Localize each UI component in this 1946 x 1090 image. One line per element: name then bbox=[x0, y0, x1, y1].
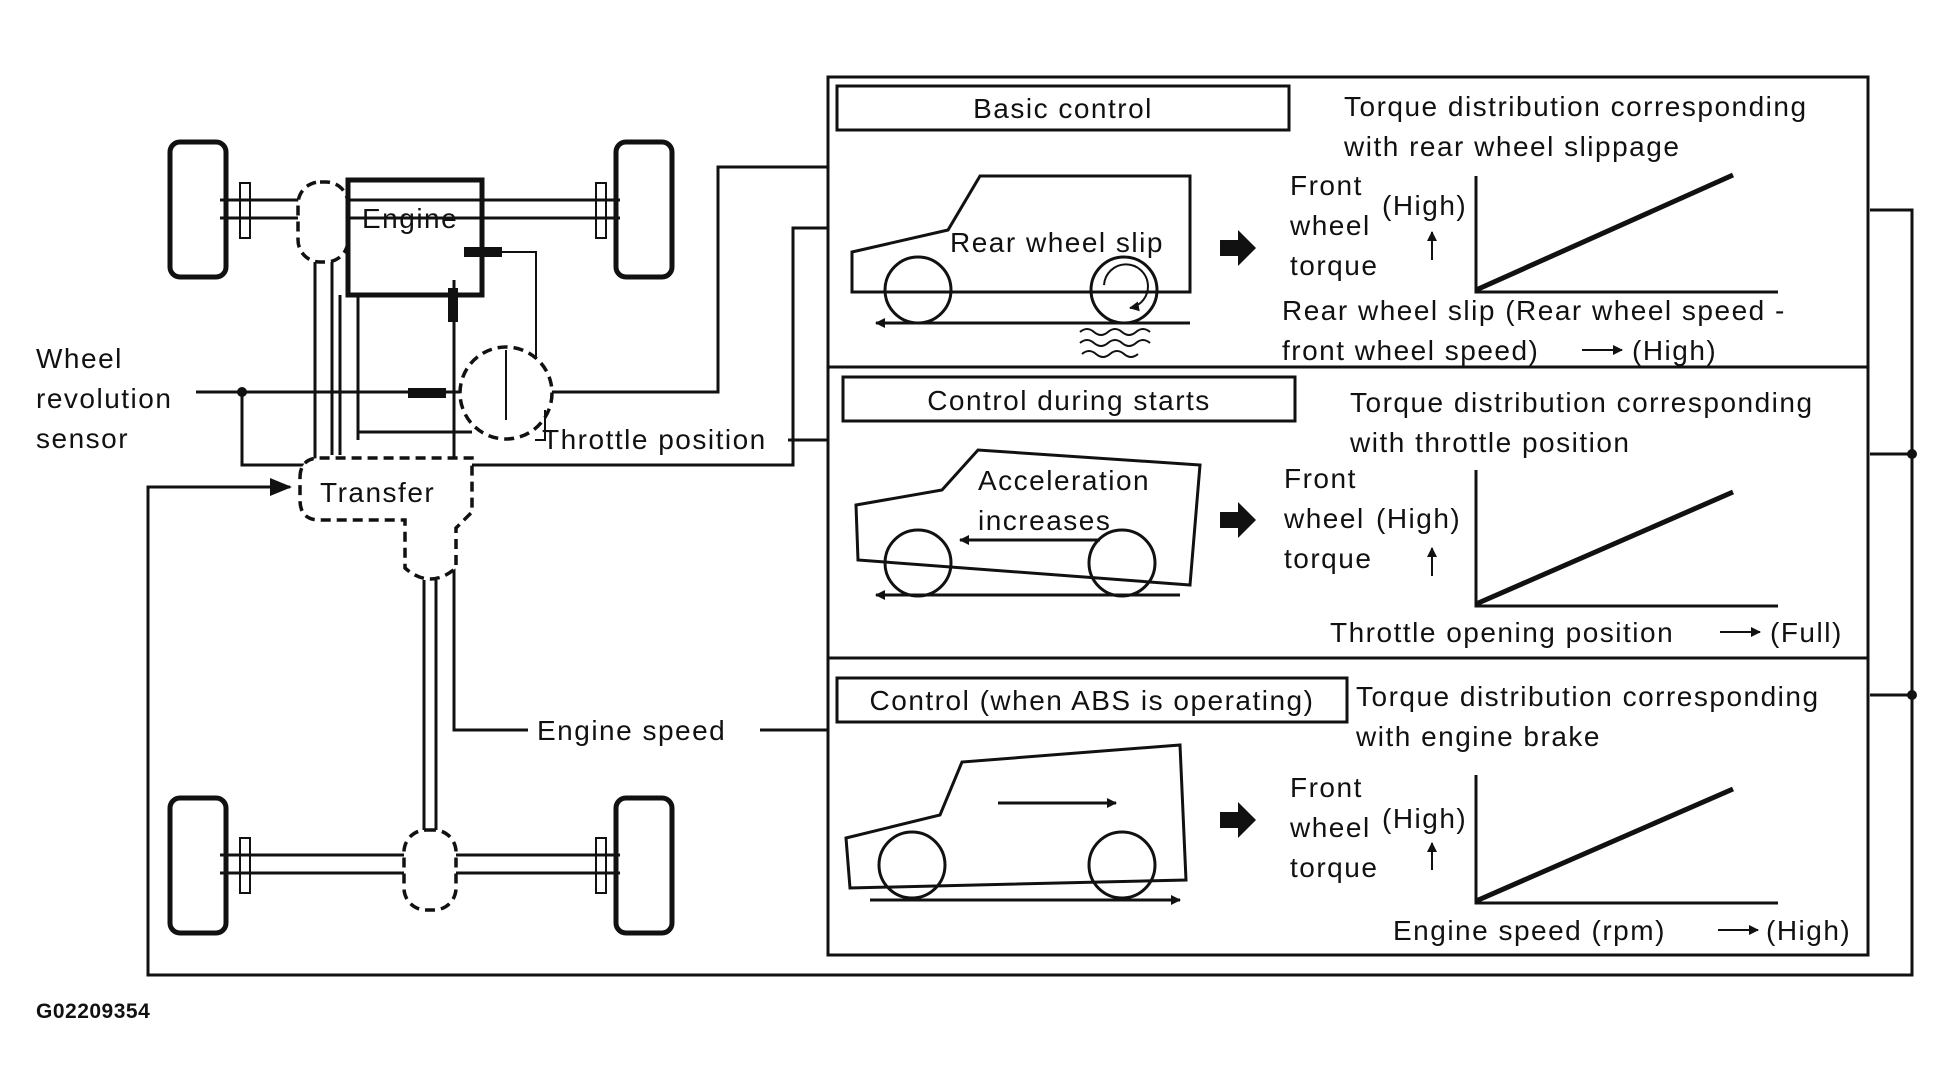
feedback-line bbox=[146, 208, 1914, 977]
front-right-wheel bbox=[613, 139, 675, 280]
car-front-wheel bbox=[877, 830, 947, 900]
wheel-sensor-label-3: sensor bbox=[36, 423, 129, 454]
right-arrow-icon bbox=[1220, 502, 1256, 538]
engine-label: Engine bbox=[362, 203, 458, 234]
transfer-case bbox=[298, 456, 474, 581]
x-axis-label-2: front wheel speed) bbox=[1282, 335, 1539, 366]
panel-abs-control: Control (when ABS is operating) Torque d… bbox=[835, 676, 1851, 946]
car-body bbox=[854, 448, 1202, 587]
y-label-2: wheel bbox=[1283, 503, 1365, 534]
rear-right-wheel bbox=[613, 795, 675, 936]
panel-title: Control (when ABS is operating) bbox=[870, 685, 1315, 716]
transfer-label: Transfer bbox=[320, 477, 435, 508]
car-body bbox=[850, 174, 1192, 294]
chart-line bbox=[1475, 489, 1734, 607]
front-left-wheel bbox=[167, 139, 229, 280]
x-axis-high: (High) bbox=[1766, 915, 1851, 946]
drivetrain: Engine Transfer Wheel revolution sensor … bbox=[36, 139, 767, 936]
car-label-2: increases bbox=[978, 505, 1111, 536]
y-label-2: wheel bbox=[1289, 812, 1371, 843]
y-label-3: torque bbox=[1290, 852, 1378, 883]
figure-code: G02209354 bbox=[36, 1000, 150, 1023]
y-label-2: wheel bbox=[1289, 210, 1371, 241]
signal-lines bbox=[146, 165, 1917, 977]
car-body bbox=[844, 743, 1188, 890]
chart-axes bbox=[1474, 176, 1778, 294]
panel-heading-1: Torque distribution corresponding bbox=[1350, 387, 1814, 418]
engine-speed-label: Engine speed bbox=[537, 715, 726, 746]
engine-speed-sensor-2 bbox=[448, 288, 458, 322]
transfer-input-arrowhead bbox=[270, 478, 292, 496]
panel-basic-control: Basic control Torque distribution corres… bbox=[835, 84, 1808, 366]
x-axis-label: Engine speed (rpm) bbox=[1393, 915, 1666, 946]
panel-heading-1: Torque distribution corresponding bbox=[1344, 91, 1808, 122]
wheel-sensor-line bbox=[196, 165, 828, 394]
chart-line bbox=[1475, 786, 1734, 904]
right-arrow-icon bbox=[1220, 802, 1256, 838]
y-label-1: Front bbox=[1290, 170, 1363, 201]
panel-title-box bbox=[835, 84, 1291, 132]
engine-block bbox=[345, 177, 485, 298]
panel-control-during-starts: Control during starts Torque distributio… bbox=[841, 375, 1843, 648]
car-label: Rear wheel slip bbox=[950, 227, 1164, 258]
y-label-1: Front bbox=[1290, 772, 1363, 803]
front-differential bbox=[296, 180, 350, 264]
throttle-position-label: Throttle position bbox=[542, 424, 767, 455]
panel-heading-2: with engine brake bbox=[1355, 721, 1601, 752]
engine-speed-sensor bbox=[464, 247, 502, 257]
y-high-label: (High) bbox=[1382, 803, 1467, 834]
right-arrow-icon bbox=[1220, 230, 1256, 266]
x-axis-label: Throttle opening position bbox=[1330, 617, 1674, 648]
car-rear-wheel bbox=[1087, 830, 1157, 900]
y-label-3: torque bbox=[1284, 543, 1372, 574]
rear-left-wheel bbox=[167, 795, 229, 936]
y-high-label: (High) bbox=[1376, 503, 1461, 534]
chart-axes bbox=[1474, 470, 1778, 608]
panel-heading-1: Torque distribution corresponding bbox=[1356, 681, 1820, 712]
x-axis-high: (High) bbox=[1632, 335, 1717, 366]
rear-differential bbox=[402, 828, 458, 912]
chart-line bbox=[1474, 172, 1735, 293]
panel-heading-2: with rear wheel slippage bbox=[1343, 131, 1680, 162]
control-panel-frame bbox=[826, 75, 1870, 957]
engine-speed-sensor-line bbox=[452, 280, 528, 732]
car-label-1: Acceleration bbox=[978, 465, 1150, 496]
panel-title: Control during starts bbox=[927, 385, 1211, 416]
x-axis-full: (Full) bbox=[1770, 617, 1843, 648]
panel-title-box bbox=[835, 676, 1349, 724]
panel-heading-2: with throttle position bbox=[1349, 427, 1630, 458]
wheel-sensor-label-1: Wheel bbox=[36, 343, 123, 374]
chart-axes bbox=[1474, 775, 1778, 905]
wheel-sensor-label-2: revolution bbox=[36, 383, 172, 414]
wheel-sensor-branch-line bbox=[240, 226, 828, 467]
y-high-label: (High) bbox=[1382, 190, 1467, 221]
wheel-revolution-sensor-block bbox=[408, 388, 446, 398]
x-axis-label-1: Rear wheel slip (Rear wheel speed - bbox=[1282, 295, 1786, 326]
car-front-wheel bbox=[883, 255, 953, 325]
panel-title: Basic control bbox=[973, 93, 1153, 124]
panel-title-box bbox=[841, 375, 1297, 423]
y-label-1: Front bbox=[1284, 463, 1357, 494]
y-label-3: torque bbox=[1290, 250, 1378, 281]
